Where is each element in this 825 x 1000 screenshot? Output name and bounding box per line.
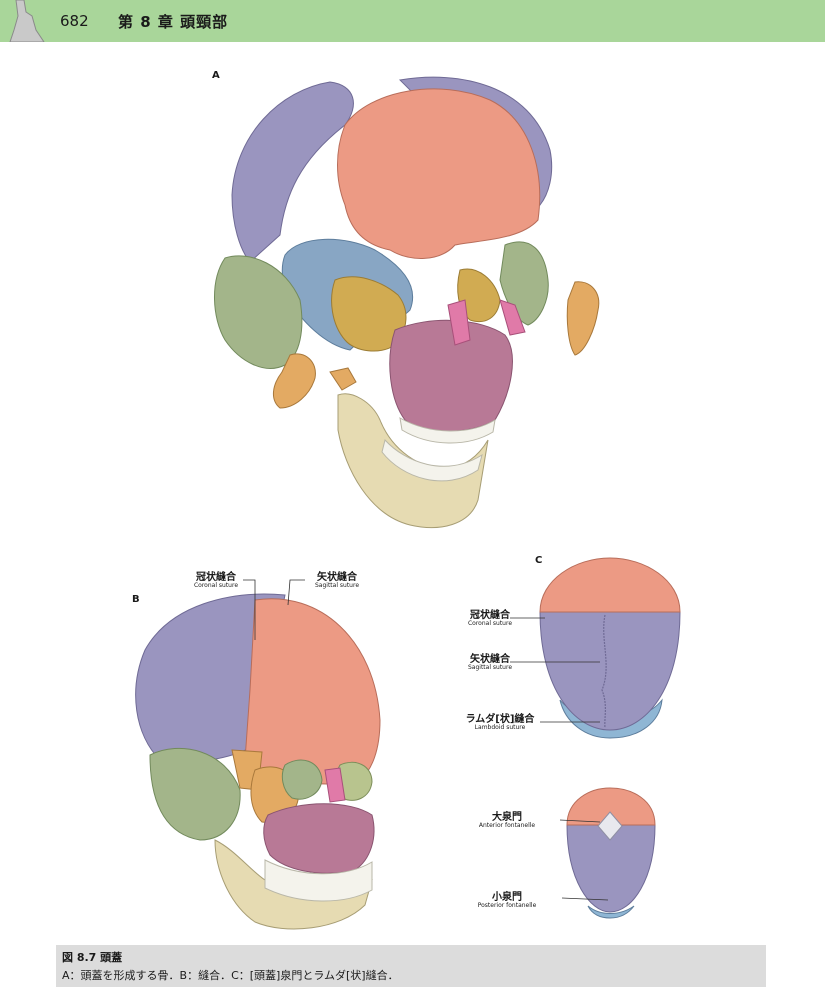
label-coronal-suture-b: 冠状縫合 Coronal suture (193, 572, 239, 589)
mandible-bone (214, 839, 373, 930)
label-sagittal-suture-b: 矢状縫合 Sagittal suture (314, 572, 360, 589)
zygomatic-bone-right (566, 281, 600, 356)
teeth (264, 859, 373, 902)
panel-label-b: B (132, 594, 140, 605)
panel-b-skull (135, 579, 381, 930)
figure-caption: 図 8.7 頭蓋 A：頭蓋を形成する骨．B：縫合．C：[頭蓋]泉門とラムダ[状]… (56, 945, 766, 987)
upper-teeth (399, 417, 496, 444)
frontal-bone (337, 88, 541, 259)
label-coronal-suture-c: 冠状縫合 Coronal suture (467, 610, 513, 627)
ethmoid-bone-right (457, 268, 501, 323)
leader-posterior (561, 897, 609, 901)
caption-body: A：頭蓋を形成する骨．B：縫合．C：[頭蓋]泉門とラムダ[状]縫合． (62, 969, 399, 982)
panel-label-c: C (535, 555, 543, 566)
label-anterior-fontanelle: 大泉門 Anterior fontanelle (478, 812, 536, 829)
infant-occipital (587, 905, 635, 919)
orbit-left (281, 759, 323, 800)
nasal-bone (324, 767, 346, 803)
label-sagittal-suture-c: 矢状縫合 Sagittal suture (467, 654, 513, 671)
infant-frontal (566, 787, 656, 826)
page-header: 682 第 8 章 頭頸部 (0, 0, 825, 42)
caption-title: 図 8.7 頭蓋 (62, 951, 123, 964)
leader-anterior (559, 819, 601, 823)
page-number: 682 (60, 12, 89, 30)
sagittal-suture-line (601, 614, 607, 729)
nasal-bone (447, 299, 471, 346)
maxilla-bone (389, 319, 513, 432)
anatomy-figure-icon (9, 0, 45, 42)
temporal-bone (149, 748, 241, 841)
leader-sagittal (287, 579, 305, 606)
parietal-area (539, 611, 681, 731)
panel-c-infant-skull (559, 787, 656, 919)
frontal-area (539, 557, 681, 613)
maxilla-bone (263, 803, 375, 874)
anterior-fontanelle (597, 811, 623, 841)
label-lambdoid-suture: ラムダ[状]縫合 Lambdoid suture (465, 714, 535, 731)
panel-c-adult-skull (510, 557, 681, 739)
panel-a-exploded-skull (214, 76, 600, 528)
zygomatic-bone-left (273, 353, 316, 409)
frontal-bone (244, 598, 381, 785)
infant-parietal (566, 824, 656, 913)
nasal-bone-2 (499, 299, 526, 336)
panel-label-a: A (212, 70, 220, 81)
leader-coronal (243, 579, 256, 640)
chapter-title: 第 8 章 頭頸部 (118, 13, 229, 31)
zygomatic-arch (329, 367, 357, 391)
label-posterior-fontanelle: 小泉門 Posterior fontanelle (477, 892, 537, 909)
parietal-bone-left (231, 81, 354, 263)
lower-teeth (381, 438, 483, 482)
